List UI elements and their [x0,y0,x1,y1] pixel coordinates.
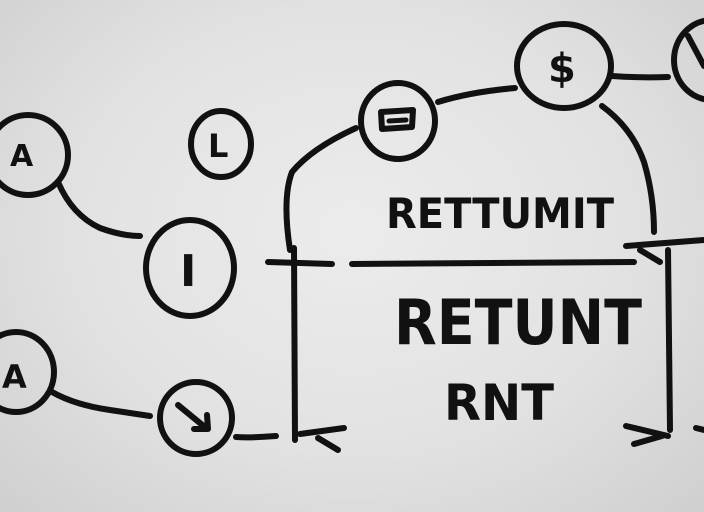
edge-a-to-arrow [49,389,153,419]
node-l-label: L [208,127,228,165]
box-icon [378,107,416,132]
bracket-left-foot [297,425,347,437]
node-a-top-label: A [10,139,34,174]
edge-arrow-to-bracket [233,433,279,441]
return-bracket [265,237,704,453]
bracket-right-hook-top [637,247,663,265]
bracket-left-tick [265,259,335,267]
node-a-bottom-label: A [2,358,27,396]
bracket-left-line [291,245,298,443]
edge-dollar-to-bracket [599,103,657,235]
header-label: RETTUMIT [386,189,614,238]
edge-doc-to-dollar [435,85,518,105]
bracket-far-right-tick [693,425,704,433]
node-l: L [188,108,254,180]
node-dollar-label: $ [548,46,576,92]
node-a-bottom: A [0,329,57,415]
node-partial [671,17,704,103]
bracket-right-hook [631,433,665,447]
node-a-top: A [0,112,71,198]
bracket-left-hook [315,435,341,453]
node-doc [358,80,438,162]
divider-line [349,259,637,267]
body-line-2: RNT [444,374,554,432]
bracket-right-line [665,247,673,433]
edge-doc-to-bracket [283,125,359,253]
slash-icon [685,33,704,69]
edge-dollar-to-partial [609,73,671,81]
edge-a-to-i [55,179,143,239]
node-i-label: I [180,246,196,297]
bracket-right-tick [623,237,704,249]
node-dollar: $ [514,21,614,111]
body-line-1: RETUNT [394,286,642,359]
node-i: I [143,217,237,319]
node-arrow [157,379,235,457]
arrow-icon [175,402,211,432]
